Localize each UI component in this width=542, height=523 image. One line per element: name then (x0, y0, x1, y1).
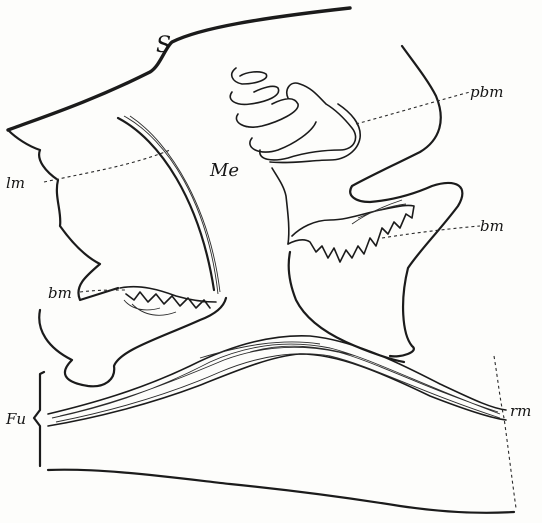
label-pbm: pbm (470, 83, 503, 101)
left-lower-contour (39, 298, 226, 386)
leader-pbm (356, 92, 470, 124)
bm-right-fringe (352, 200, 406, 224)
bm-left-fringe (124, 300, 176, 315)
label-rm: rm (510, 402, 531, 420)
me-lamina (118, 118, 214, 290)
leader-bm-right (382, 226, 480, 238)
bottom-contour (48, 470, 514, 513)
central-contour (272, 168, 289, 244)
bm-left-structure (120, 287, 216, 308)
pbm-outline (270, 104, 360, 163)
pbm-folds (230, 68, 355, 160)
bm-right-structure (288, 205, 414, 262)
fibrous-band-upper (48, 336, 506, 414)
label-S: S (156, 33, 171, 58)
label-lm: lm (6, 174, 25, 192)
upper-right-contour (350, 46, 462, 356)
top-contour (8, 8, 350, 130)
fibrous-band-fibers (52, 342, 500, 422)
left-contour (8, 130, 118, 300)
label-bm-right: bm (480, 217, 504, 235)
label-Fu: Fu (5, 410, 26, 428)
leader-lm (44, 150, 170, 182)
label-Me: Me (209, 160, 239, 181)
label-bm-left: bm (48, 284, 72, 302)
fu-bracket (34, 372, 44, 466)
lower-central-contour (289, 252, 404, 362)
rm-dotted-boundary (494, 356, 516, 508)
me-lamina-inner (124, 116, 220, 294)
